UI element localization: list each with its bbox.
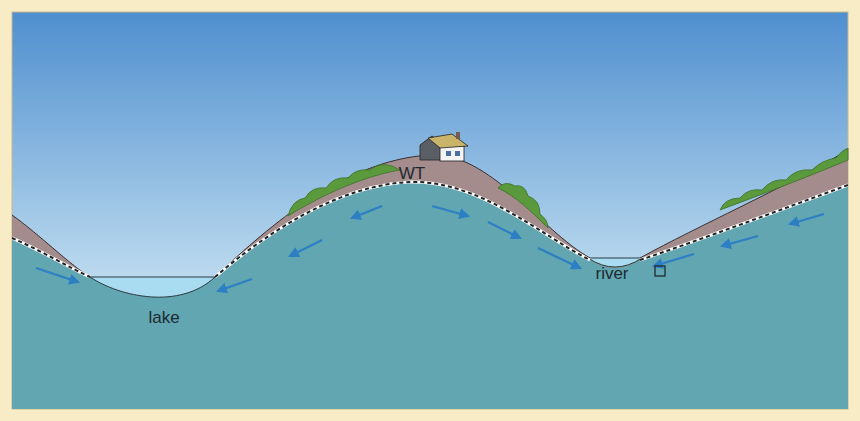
lake-water xyxy=(90,277,215,297)
text-label: lake xyxy=(148,308,179,328)
sky xyxy=(12,12,848,409)
text-label: WT xyxy=(399,164,425,184)
surface-outline xyxy=(12,150,848,277)
house xyxy=(420,132,468,161)
text-label: river xyxy=(595,264,628,284)
flow-arrows xyxy=(36,206,824,291)
lake-surface xyxy=(88,277,217,278)
water-table-line xyxy=(12,182,848,277)
marker-square xyxy=(655,266,665,276)
land-soil xyxy=(12,150,848,409)
